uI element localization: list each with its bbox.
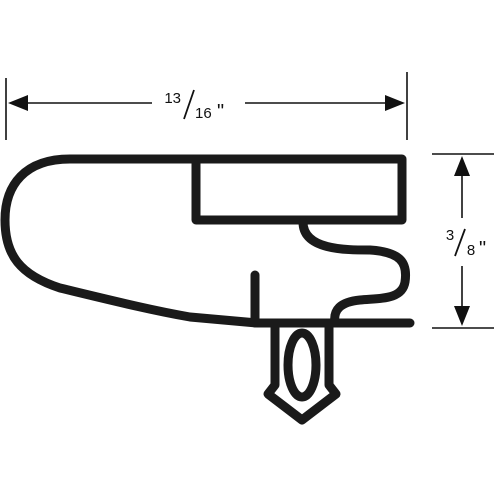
dart-base: [263, 318, 341, 425]
width-arrow-right-icon: [385, 95, 405, 111]
height-arrow-down-icon: [454, 306, 470, 326]
width-fraction-slash: [183, 89, 195, 120]
width-denominator: 16: [195, 105, 212, 122]
gasket-profile: [0, 154, 415, 425]
width-arrow-left-icon: [8, 95, 28, 111]
width-label: 13 16 ": [164, 89, 224, 123]
height-numerator: 3: [446, 227, 454, 244]
width-unit: ": [217, 101, 224, 123]
height-unit: ": [479, 238, 486, 260]
height-arrow-up-icon: [454, 156, 470, 176]
dart-hollow: [283, 328, 321, 402]
height-denominator: 8: [467, 242, 475, 259]
inner-chamber: [191, 154, 407, 225]
height-label: 3 8 ": [446, 227, 486, 260]
bulb-outline: [0, 154, 415, 328]
bellows-fold: [298, 217, 411, 328]
height-dimension: 3 8 ": [432, 153, 494, 329]
height-fraction-slash: [454, 228, 466, 257]
width-numerator: 13: [164, 90, 181, 107]
width-dimension: 13 16 ": [5, 72, 408, 140]
